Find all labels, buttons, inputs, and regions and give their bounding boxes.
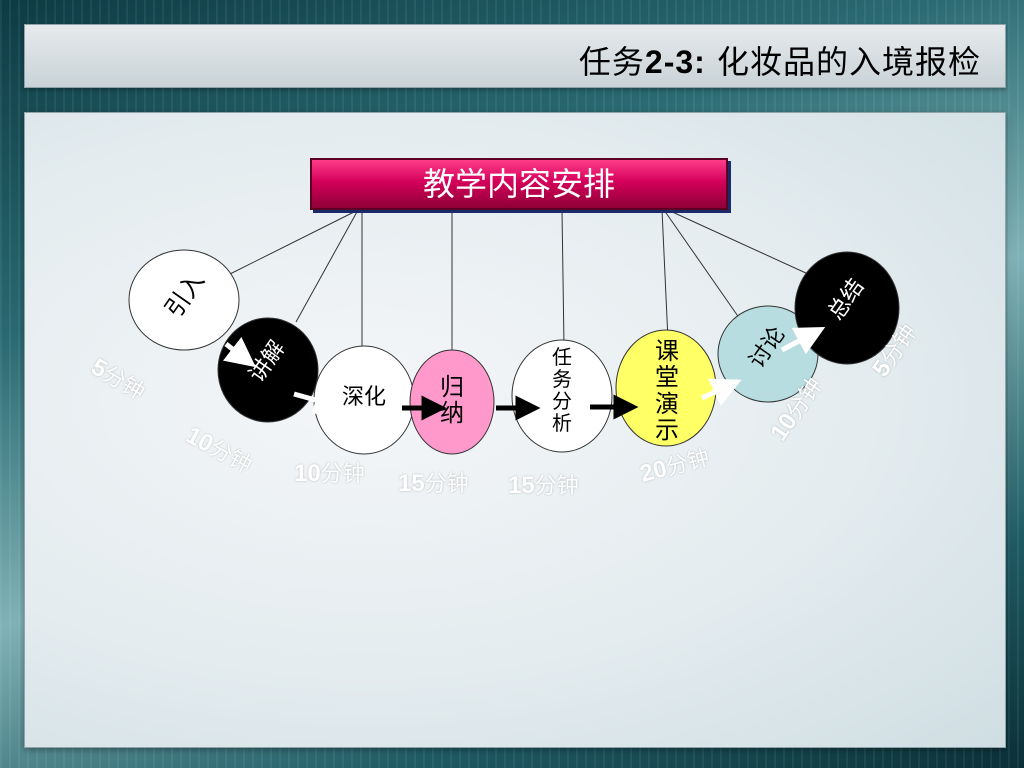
- flow-arrows: [222, 326, 826, 421]
- step-duration: 10分钟: [294, 456, 365, 488]
- connector-line: [663, 209, 743, 323]
- step-label: 课堂演示: [655, 337, 679, 445]
- duration-number: 15: [398, 470, 425, 497]
- step-label: 归纳: [440, 373, 464, 428]
- duration-unit: 分钟: [320, 462, 365, 487]
- slide-title: 任务2-3: 化妆品的入境报检: [579, 37, 981, 83]
- step-circle: [128, 249, 240, 351]
- connector-line: [661, 209, 669, 341]
- content-heading: 教学内容安排: [310, 158, 728, 210]
- duration-unit: 分钟: [424, 472, 469, 497]
- arrow-white: [780, 326, 826, 355]
- arrow-white: [700, 378, 742, 406]
- step-label: 任务分析: [552, 345, 572, 435]
- step-duration: 15分钟: [398, 466, 469, 498]
- arrow-white: [293, 385, 345, 415]
- step-circle: [511, 339, 613, 453]
- connector-line: [667, 209, 809, 275]
- connector-lines: [229, 209, 809, 350]
- title-number: 2-3:: [644, 44, 706, 80]
- title-bar: 任务2-3: 化妆品的入境报检: [24, 24, 1006, 88]
- title-rest: 化妆品的入境报检: [705, 43, 981, 81]
- duration-unit: 分钟: [534, 474, 579, 499]
- connector-line: [561, 209, 565, 347]
- duration-number: 10: [294, 460, 321, 487]
- arrow-white: [222, 336, 256, 368]
- duration-number: 15: [508, 472, 535, 499]
- connector-line: [295, 209, 359, 323]
- title-prefix: 任务: [578, 43, 645, 81]
- step-circle: [409, 349, 495, 455]
- step-duration: 15分钟: [508, 468, 579, 500]
- content-panel: [24, 112, 1006, 748]
- connector-line: [229, 209, 359, 275]
- step-label: 深化: [341, 385, 386, 410]
